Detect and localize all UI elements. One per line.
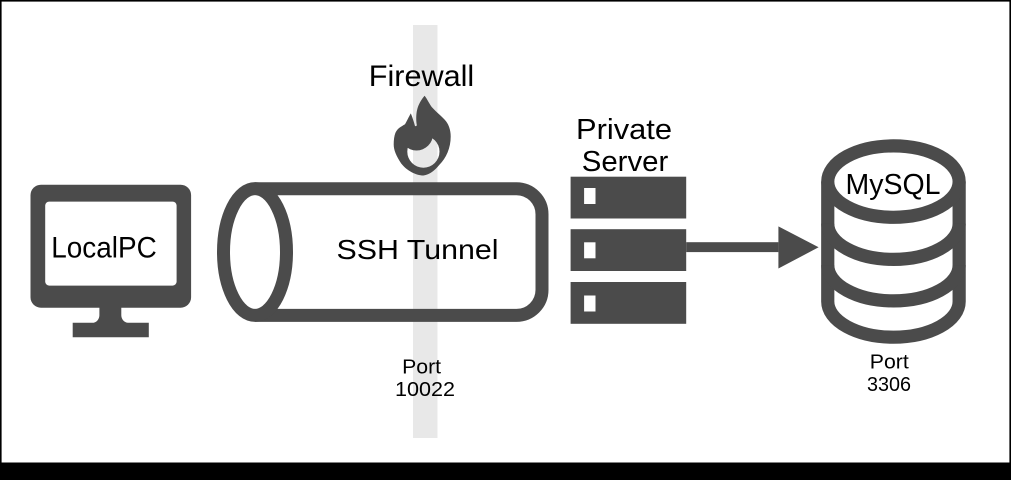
svg-text:10022: 10022	[395, 378, 455, 401]
svg-text:MySQL: MySQL	[846, 169, 941, 201]
svg-text:LocalPC: LocalPC	[51, 231, 157, 264]
svg-text:3306: 3306	[867, 373, 911, 396]
svg-text:Port: Port	[402, 355, 441, 378]
svg-text:Private: Private	[576, 114, 672, 146]
svg-text:SSH Tunnel: SSH Tunnel	[337, 234, 499, 265]
svg-text:Firewall: Firewall	[369, 60, 475, 93]
svg-text:Server: Server	[582, 146, 669, 178]
svg-text:Port: Port	[870, 351, 909, 374]
